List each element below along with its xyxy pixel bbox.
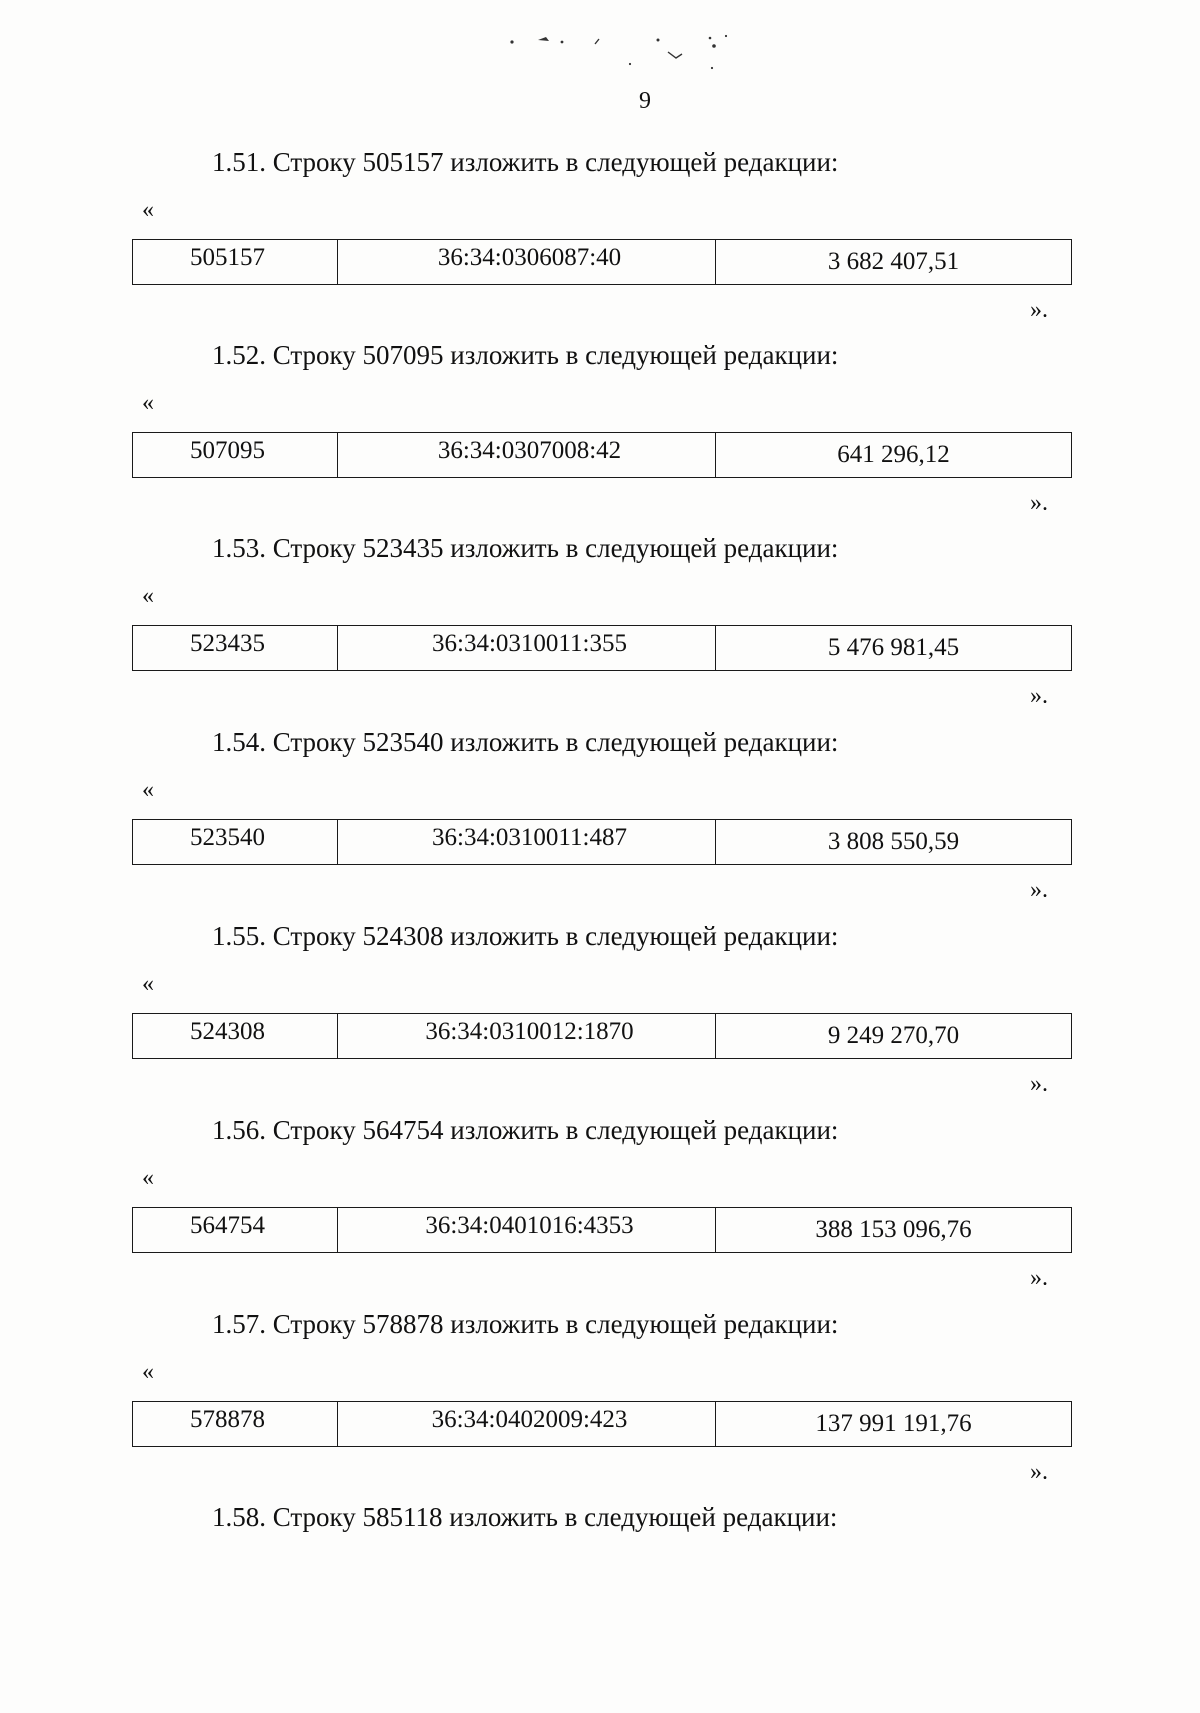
amendment-section: 1.57. Строку 578878 изложить в следующей… (0, 1309, 1200, 1499)
amendment-heading: 1.54. Строку 523540 изложить в следующей… (212, 727, 839, 757)
amendment-section: 1.56. Строку 564754 изложить в следующей… (0, 1115, 1200, 1305)
page-number: 9 (639, 88, 651, 114)
cadastral-value-cell: 3 682 407,51 (827, 248, 960, 275)
amendment-section: 1.52. Строку 507095 изложить в следующей… (0, 340, 1200, 530)
row-id-cell: 507095 (133, 433, 338, 477)
close-quote: ». (1030, 1071, 1048, 1097)
amendment-heading: 1.57. Строку 578878 изложить в следующей… (212, 1309, 839, 1339)
cadastral-number-cell: 36:34:0310011:355 (338, 626, 716, 670)
row-id-cell: 505157 (133, 240, 338, 284)
cadastral-value-cell: 9 249 270,70 (827, 1022, 960, 1049)
cadastral-value-cell: 388 153 096,76 (815, 1216, 972, 1243)
open-quote: « (142, 583, 154, 609)
amended-row-table: 564754 36:34:0401016:4353 388 153 096,76 (132, 1207, 1072, 1253)
scan-artifact-marks (510, 34, 728, 70)
amended-row-table: 523540 36:34:0310011:487 3 808 550,59 (132, 819, 1072, 865)
row-id-cell: 523435 (133, 626, 338, 670)
amendment-heading: 1.51. Строку 505157 изложить в следующей… (212, 147, 839, 177)
amendment-heading: 1.53. Строку 523435 изложить в следующей… (212, 533, 839, 563)
cadastral-number-cell: 36:34:0310011:487 (338, 820, 716, 864)
close-quote: ». (1030, 1459, 1048, 1485)
amendment-section: 1.58. Строку 585118 изложить в следующей… (0, 1502, 1200, 1692)
amendment-heading: 1.58. Строку 585118 изложить в следующей… (212, 1502, 838, 1532)
cadastral-value-cell: 137 991 191,76 (815, 1410, 972, 1437)
amendment-section: 1.51. Строку 505157 изложить в следующей… (0, 147, 1200, 337)
close-quote: ». (1030, 490, 1048, 516)
cadastral-value-cell: 641 296,12 (837, 441, 950, 468)
cadastral-number-cell: 36:34:0310012:1870 (338, 1014, 716, 1058)
open-quote: « (142, 1359, 154, 1385)
amendment-section: 1.55. Строку 524308 изложить в следующей… (0, 921, 1200, 1111)
amendment-heading: 1.56. Строку 564754 изложить в следующей… (212, 1115, 839, 1145)
cadastral-number-cell: 36:34:0402009:423 (338, 1402, 716, 1446)
cadastral-value-cell: 3 808 550,59 (827, 828, 960, 855)
close-quote: ». (1030, 683, 1048, 709)
amended-row-table: 507095 36:34:0307008:42 641 296,12 (132, 432, 1072, 478)
close-quote: ». (1030, 1265, 1048, 1291)
row-id-cell: 523540 (133, 820, 338, 864)
open-quote: « (142, 777, 154, 803)
cadastral-value-cell: 5 476 981,45 (827, 634, 960, 661)
close-quote: ». (1030, 297, 1048, 323)
amendment-heading: 1.55. Строку 524308 изложить в следующей… (212, 921, 839, 951)
open-quote: « (142, 971, 154, 997)
open-quote: « (142, 1165, 154, 1191)
open-quote: « (142, 197, 154, 223)
row-id-cell: 578878 (133, 1402, 338, 1446)
amended-row-table: 523435 36:34:0310011:355 5 476 981,45 (132, 625, 1072, 671)
cadastral-number-cell: 36:34:0306087:40 (338, 240, 716, 284)
close-quote: ». (1030, 877, 1048, 903)
cadastral-number-cell: 36:34:0401016:4353 (338, 1208, 716, 1252)
open-quote: « (142, 390, 154, 416)
amended-row-table: 505157 36:34:0306087:40 3 682 407,51 (132, 239, 1072, 285)
amendment-section: 1.53. Строку 523435 изложить в следующей… (0, 533, 1200, 723)
row-id-cell: 524308 (133, 1014, 338, 1058)
row-id-cell: 564754 (133, 1208, 338, 1252)
amended-row-table: 524308 36:34:0310012:1870 9 249 270,70 (132, 1013, 1072, 1059)
cadastral-number-cell: 36:34:0307008:42 (338, 433, 716, 477)
amendment-heading: 1.52. Строку 507095 изложить в следующей… (212, 340, 839, 370)
amendment-section: 1.54. Строку 523540 изложить в следующей… (0, 727, 1200, 917)
amended-row-table: 578878 36:34:0402009:423 137 991 191,76 (132, 1401, 1072, 1447)
